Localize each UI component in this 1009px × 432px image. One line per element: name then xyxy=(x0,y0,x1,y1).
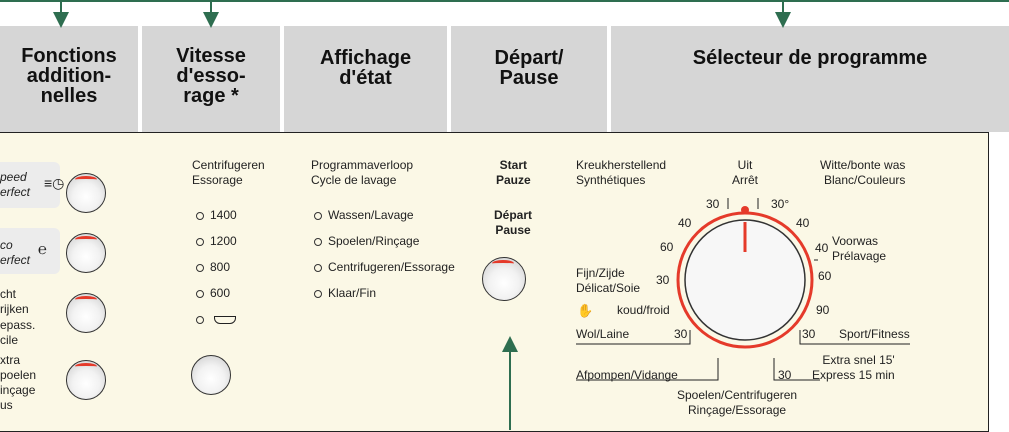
status-led-spin xyxy=(314,263,322,272)
leader-afpompen xyxy=(576,358,719,381)
header-depart: Départ/ Pause xyxy=(451,26,607,132)
easy-iron-fr-label: epass. cile xyxy=(0,318,36,347)
status-title: Programmaverloop Cycle de lavage xyxy=(311,158,414,187)
eco-perfect-pill xyxy=(0,228,60,274)
spin-value-600: 600 xyxy=(210,286,231,300)
program-koud: koud/froid xyxy=(617,303,670,317)
program-fijn: Fijn/Zijde Délicat/Soie xyxy=(576,266,641,295)
eco-perfect-button[interactable] xyxy=(66,233,106,273)
spin-speed-button[interactable] xyxy=(191,355,231,395)
dial-knob xyxy=(684,219,806,341)
program-dial-graphic xyxy=(576,198,910,381)
status-text-rinse: Spoelen/Rinçage xyxy=(328,234,420,248)
dial-num-30c: 30 xyxy=(674,327,688,341)
header-vitesse-title: Vitesse d'esso- rage * xyxy=(176,45,246,107)
start-label-nl: Start Pauze xyxy=(496,158,531,187)
header-depart-title: Départ/ Pause xyxy=(494,47,564,89)
spin-option-1400: 1400 xyxy=(196,208,237,223)
spin-led-800 xyxy=(196,263,204,272)
header-fonctions: Fonctions addition- nelles xyxy=(0,26,138,132)
header-affichage-title: Affichage d'état xyxy=(319,47,412,89)
dial-num-60b: 60 xyxy=(818,269,832,283)
spin-value-1200: 1200 xyxy=(210,234,237,248)
status-text-done: Klaar/Fin xyxy=(328,286,377,300)
dial-num-90: 90 xyxy=(816,303,830,317)
dial-num-30e: 30 xyxy=(778,368,792,382)
program-afpompen: Afpompen/Vidange xyxy=(576,368,678,382)
status-led-done xyxy=(314,289,322,298)
status-text-wash: Wassen/Lavage xyxy=(328,208,414,222)
leader-sport xyxy=(799,330,910,345)
spin-option-600: 600 xyxy=(196,286,230,301)
spin-led-600 xyxy=(196,289,204,298)
header-vitesse: Vitesse d'esso- rage * xyxy=(142,26,280,132)
program-extra: Extra snel 15' Express 15 min xyxy=(812,353,895,382)
status-led-wash xyxy=(314,211,322,220)
status-item-done: Klaar/Fin xyxy=(314,286,376,301)
spin-led-1200 xyxy=(196,237,204,246)
arrow-start-head xyxy=(502,336,518,352)
dial-num-40a: 40 xyxy=(678,216,692,230)
arrow-vitesse-line xyxy=(210,0,212,14)
spin-option-1200: 1200 xyxy=(196,234,237,249)
program-top-right: Witte/bonte was Blanc/Couleurs xyxy=(820,158,906,187)
easy-iron-button[interactable] xyxy=(66,293,106,333)
top-guide-line xyxy=(0,0,1009,2)
status-item-rinse: Spoelen/Rinçage xyxy=(314,234,419,249)
program-off: Uit Arrêt xyxy=(732,158,759,187)
header-fonctions-title: Fonctions addition- nelles xyxy=(21,45,117,107)
eco-perfect-label: co erfect xyxy=(0,238,31,267)
extra-rinse-button[interactable] xyxy=(66,360,106,400)
leader-wol xyxy=(576,330,691,345)
easy-iron-label: cht rijken xyxy=(0,287,29,316)
speed-perfect-button[interactable] xyxy=(66,173,106,213)
status-item-spin: Centrifugeren/Essorage xyxy=(314,260,455,275)
dial-num-30b: 30 xyxy=(656,273,670,287)
program-sport: Sport/Fitness xyxy=(839,327,910,341)
tub-icon xyxy=(214,315,236,324)
status-text-spin: Centrifugeren/Essorage xyxy=(328,260,455,274)
arrow-vitesse-head xyxy=(203,12,219,28)
program-wol: Wol/Laine xyxy=(576,327,630,341)
arrow-start-line xyxy=(509,350,511,430)
spin-option-tub xyxy=(196,312,236,327)
arrow-selecteur-line xyxy=(782,0,784,14)
arrow-fonctions-head xyxy=(53,12,69,28)
start-pause-button[interactable] xyxy=(482,257,526,301)
dial-num-40c: 40 xyxy=(815,241,829,255)
spin-value-800: 800 xyxy=(210,260,231,274)
hand-wash-icon: ✋ xyxy=(577,303,594,318)
status-item-wash: Wassen/Lavage xyxy=(314,208,414,223)
eco-icon: ℮ xyxy=(38,241,48,258)
spin-led-tub xyxy=(196,315,204,324)
arrow-selecteur-head xyxy=(775,12,791,28)
header-selecteur: Sélecteur de programme xyxy=(611,26,1009,132)
speed-perfect-label: peed erfect xyxy=(0,170,31,199)
program-spoelen: Spoelen/Centrifugeren Rinçage/Essorage xyxy=(677,388,798,417)
extra-rinse-fr-label: inçage us xyxy=(0,383,36,412)
extra-rinse-label: xtra poelen xyxy=(0,353,37,382)
dial-off-dot xyxy=(741,206,749,214)
start-label-fr: Départ Pause xyxy=(494,208,533,237)
header-affichage: Affichage d'état xyxy=(284,26,447,132)
program-top-left: Kreukherstellend Synthétiques xyxy=(576,158,667,187)
dial-num-30a: 30 xyxy=(706,197,720,211)
program-voorwas: Voorwas Prélavage xyxy=(832,234,887,263)
speed-perfect-pill xyxy=(0,162,60,208)
dial-num-60a: 60 xyxy=(660,240,674,254)
spin-option-800: 800 xyxy=(196,260,230,275)
status-led-rinse xyxy=(314,237,322,246)
arrow-fonctions-line xyxy=(60,0,62,14)
spin-led-1400 xyxy=(196,211,204,220)
spin-title: Centrifugeren Essorage xyxy=(192,158,265,187)
dial-num-30deg: 30° xyxy=(771,197,790,211)
clock-icon: ≡◷ xyxy=(44,175,65,191)
header-selecteur-title: Sélecteur de programme xyxy=(692,47,928,69)
dial-num-30d: 30 xyxy=(802,327,816,341)
leader-extra xyxy=(773,358,820,381)
dial-num-40b: 40 xyxy=(796,216,810,230)
spin-value-1400: 1400 xyxy=(210,208,237,222)
